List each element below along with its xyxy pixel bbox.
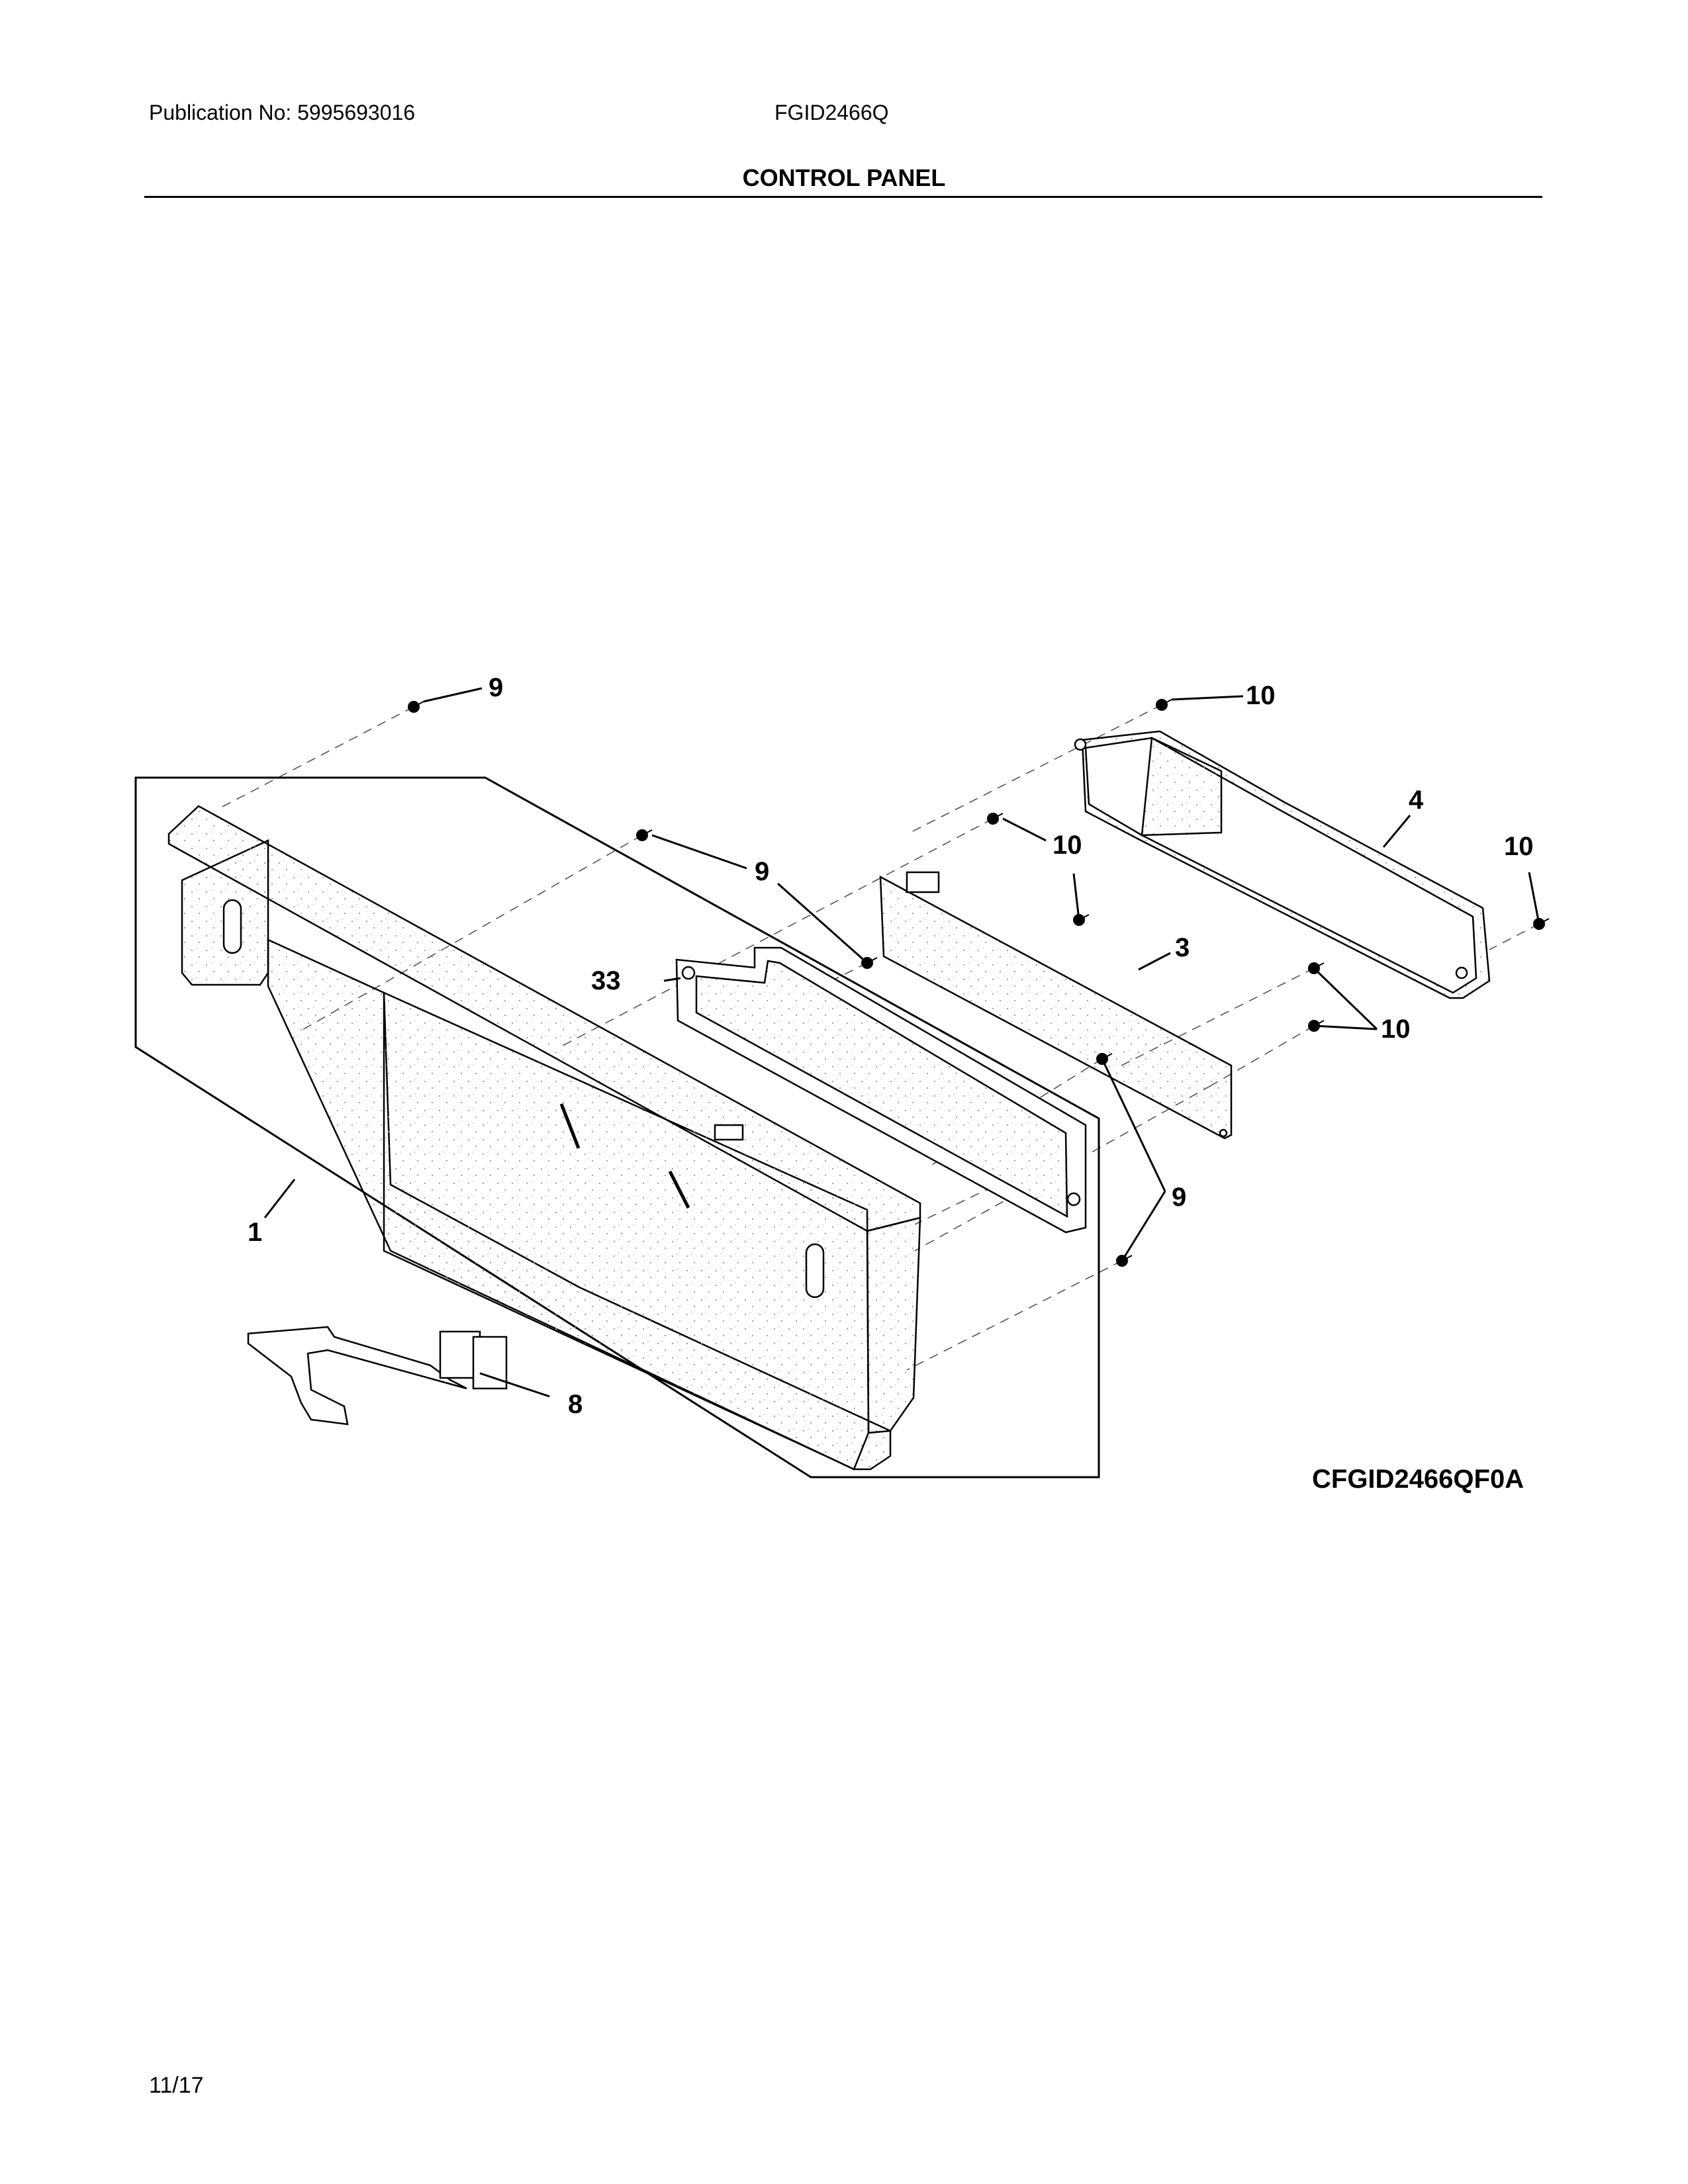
control-board-part [879, 871, 1233, 1140]
leader-lines [263, 687, 1540, 1398]
screw-icon [987, 813, 1004, 825]
callout-1: 1 [248, 1218, 262, 1247]
gasket-part [675, 946, 1087, 1234]
screw-icon [408, 701, 424, 713]
callout-10-right: 10 [1504, 832, 1534, 861]
control-panel-part [167, 805, 921, 1471]
part-1-frame [134, 776, 1100, 1479]
callout-10-top: 10 [1246, 681, 1276, 710]
callout-9-bottom: 9 [1172, 1183, 1186, 1212]
callout-4: 4 [1409, 786, 1424, 815]
page-number: 11/17 [149, 2073, 204, 2098]
model-number: FGID2466Q [774, 101, 889, 124]
screw-icon [636, 829, 653, 841]
header-rule [144, 196, 1542, 198]
figure-code: CFGID2466QF0A [1312, 1465, 1524, 1494]
screw-icon [1156, 699, 1172, 711]
callout-3: 3 [1175, 933, 1190, 962]
screw-icon [1533, 918, 1550, 930]
callout-33: 33 [591, 966, 621, 995]
screw-icon [1073, 914, 1090, 926]
callout-10-mid: 10 [1053, 831, 1082, 860]
screw-icon [1308, 962, 1325, 974]
harness-part [247, 1326, 508, 1426]
callout-9-mid: 9 [755, 857, 769, 886]
callout-8: 8 [568, 1390, 583, 1419]
board-housing-part [1074, 730, 1491, 999]
page-title: CONTROL PANEL [742, 164, 946, 191]
callout-9-top: 9 [489, 673, 503, 702]
publication-number: Publication No: 5995693016 [149, 101, 416, 124]
callout-10-lower: 10 [1381, 1015, 1411, 1044]
